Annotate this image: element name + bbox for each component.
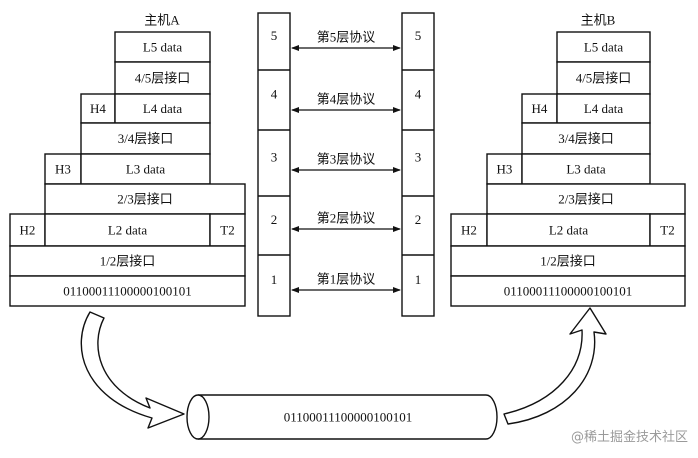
down-flow-arrow-icon xyxy=(80,311,185,429)
layer-number-left: 3 xyxy=(271,150,278,165)
data-cell xyxy=(44,213,211,247)
row-label: 3/4层接口 xyxy=(118,131,174,146)
bits-cell xyxy=(9,275,246,307)
row-label: L4 data xyxy=(584,101,624,116)
protocol-label: 第2层协议 xyxy=(317,211,376,226)
up-flow-arrow-icon xyxy=(503,307,607,425)
row-label: L2 data xyxy=(549,223,589,238)
cable-body xyxy=(198,394,498,440)
header-label: H2 xyxy=(20,223,36,238)
right-layer-column xyxy=(401,12,435,317)
trailer-label: T2 xyxy=(220,223,234,238)
cable-end xyxy=(186,394,210,440)
protocol-stack: 5 5 第5层协议 4 4 第4层协议 3 3 第3层协议 2 2 第2层协议 1 1 第1层协议 xyxy=(257,12,435,317)
row-label: 01100011100000100101 xyxy=(63,284,192,299)
row-label: L5 data xyxy=(143,40,183,55)
row-label: L3 data xyxy=(126,162,166,177)
row-label: 1/2层接口 xyxy=(100,254,156,269)
header-label: H4 xyxy=(532,101,548,116)
row-label: L3 data xyxy=(566,162,606,177)
layer-number-right: 1 xyxy=(415,272,422,287)
layer-number-right: 2 xyxy=(415,212,422,227)
row-label: 2/3层接口 xyxy=(558,192,614,207)
header-cell-h4 xyxy=(521,93,558,124)
row-label: L5 data xyxy=(584,40,624,55)
row-label: 3/4层接口 xyxy=(558,131,614,146)
data-cell xyxy=(114,93,211,124)
bits-cell xyxy=(450,275,686,307)
interface-cell xyxy=(486,183,686,215)
protocol-label: 第5层协议 xyxy=(317,30,376,45)
protocol-label: 第1层协议 xyxy=(317,272,376,287)
host-a-stack: 主机A L5 data 4/5层接口 H4 L4 data 3/4层接口 H3 L3 data… xyxy=(9,13,246,307)
medium-bits: 01100011100000100101 xyxy=(284,410,413,425)
data-cell xyxy=(556,93,651,124)
trailer-cell-t2 xyxy=(209,213,246,247)
watermark: @稀土掘金技术社区 xyxy=(571,429,688,445)
header-label: H2 xyxy=(461,223,477,238)
bits-cell xyxy=(556,31,651,63)
host-title: 主机B xyxy=(581,13,616,28)
layer-number-right: 3 xyxy=(415,150,422,165)
layer-number-right: 5 xyxy=(415,28,422,43)
row-label: 4/5层接口 xyxy=(135,71,191,86)
header-label: H3 xyxy=(55,162,71,177)
row-label: 4/5层接口 xyxy=(576,71,632,86)
host-b-stack: 主机B L5 data 4/5层接口 H4 L4 data 3/4层接口 H3 L3 data… xyxy=(450,13,686,307)
layer-number-left: 2 xyxy=(271,212,278,227)
row-label: L4 data xyxy=(143,101,183,116)
layer-number-left: 4 xyxy=(271,87,278,102)
left-layer-column xyxy=(257,12,291,317)
interface-cell xyxy=(44,183,246,215)
data-cell xyxy=(521,153,651,185)
header-cell-h3 xyxy=(44,153,82,185)
row-label: L2 data xyxy=(108,223,148,238)
row-label: 2/3层接口 xyxy=(117,192,173,207)
header-label: H3 xyxy=(497,162,513,177)
row-label: 1/2层接口 xyxy=(540,254,596,269)
protocol-label: 第4层协议 xyxy=(317,92,376,107)
layer-number-right: 4 xyxy=(415,87,422,102)
bits-cell xyxy=(114,31,211,63)
layer-number-left: 1 xyxy=(271,272,278,287)
host-title: 主机A xyxy=(144,13,180,28)
flow-arrows xyxy=(80,307,607,429)
interface-cell xyxy=(521,122,651,155)
transmission-medium: 01100011100000100101 xyxy=(186,394,498,440)
data-cell xyxy=(486,213,651,247)
interface-cell xyxy=(114,61,211,95)
header-label: H4 xyxy=(90,101,106,116)
layer-number-left: 5 xyxy=(271,28,278,43)
trailer-label: T2 xyxy=(660,223,674,238)
protocol-label: 第3层协议 xyxy=(317,152,376,167)
interface-cell xyxy=(9,245,246,277)
trailer-cell-t2 xyxy=(649,213,686,247)
header-cell-h2 xyxy=(450,213,488,247)
row-label: 01100011100000100101 xyxy=(504,284,633,299)
header-cell-h3 xyxy=(486,153,523,185)
